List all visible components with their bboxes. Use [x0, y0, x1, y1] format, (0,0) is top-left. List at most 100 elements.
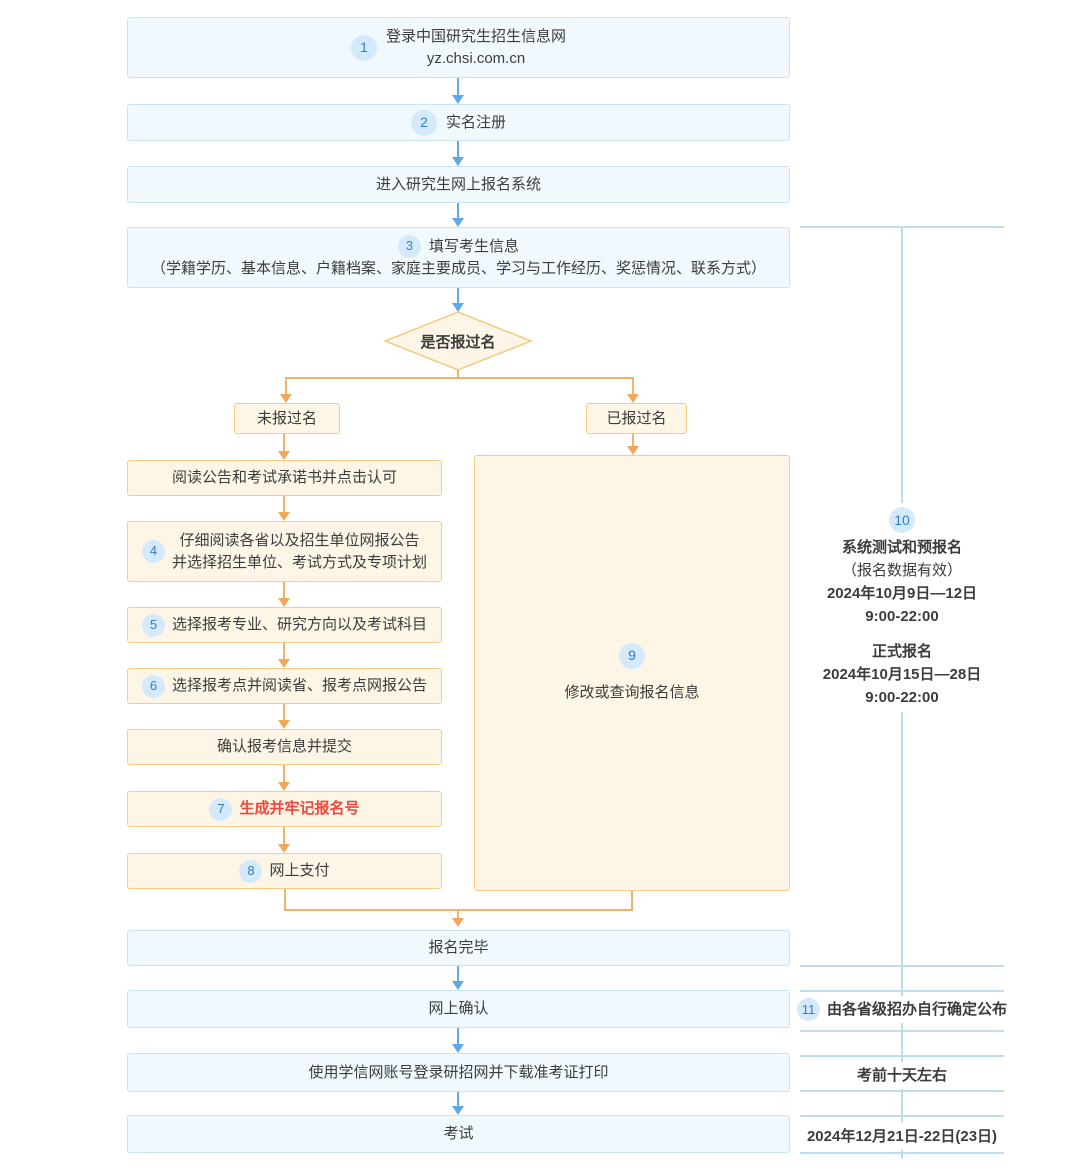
- arrow-down-icon: [278, 782, 290, 791]
- choose-point-label: 选择报考点并阅读省、报考点网报公告: [171, 677, 427, 695]
- fill-info-title: 填写考生信息: [428, 237, 519, 255]
- sidebar-line: [800, 1115, 1004, 1117]
- connector: [457, 288, 459, 304]
- flow-box-login: 1 登录中国研究生招生信息网 yz.chsi.com.cn: [127, 17, 790, 78]
- arrow-down-icon: [627, 446, 639, 455]
- enter-system-label: 进入研究生网上报名系统: [375, 175, 541, 193]
- phase11-row: 11 由各省级招办自行确定公布: [792, 996, 1012, 1023]
- arrow-down-icon: [452, 95, 464, 104]
- flow-box-enter-system: 进入研究生网上报名系统: [127, 166, 790, 203]
- sidebar-line: [901, 712, 903, 997]
- arrow-down-icon: [278, 659, 290, 668]
- connector: [457, 370, 459, 378]
- pay-online-label: 网上支付: [269, 862, 330, 880]
- sidebar-line: [800, 1152, 1004, 1154]
- choose-major-label: 选择报考专业、研究方向以及考试科目: [171, 616, 427, 634]
- connector: [457, 203, 459, 219]
- flow-box-exam: 考试: [127, 1115, 790, 1153]
- arrow-down-icon: [627, 394, 639, 403]
- fill-info-detail: （学籍学历、基本信息、户籍档案、家庭主要成员、学习与工作经历、奖惩情况、联系方式…: [150, 260, 766, 278]
- arrow-down-icon: [452, 218, 464, 227]
- phase11-label: 由各省级招办自行确定公布: [826, 1001, 1007, 1018]
- sidebar-line: [901, 1083, 903, 1122]
- read-notice-label: 阅读公告和考试承诺书并点击认可: [171, 469, 397, 487]
- step-badge-8: 8: [239, 859, 263, 883]
- connector: [457, 909, 459, 919]
- arrow-down-icon: [452, 918, 464, 927]
- decision-diamond: 是否报过名: [383, 311, 533, 371]
- connector: [457, 966, 459, 982]
- online-confirm-label: 网上确认: [428, 1000, 489, 1018]
- arrow-down-icon: [278, 598, 290, 607]
- connector: [283, 643, 285, 660]
- ticket-note-label: 考前十天左右: [856, 1067, 947, 1084]
- confirm-submit-label: 确认报考信息并提交: [216, 738, 352, 756]
- pre-registration-time: 9:00-22:00: [865, 608, 939, 625]
- sidebar-line: [901, 226, 903, 503]
- login-title: 登录中国研究生招生信息网: [385, 27, 566, 45]
- connector: [284, 889, 286, 911]
- arrow-down-icon: [452, 303, 464, 312]
- flow-box-download-ticket: 使用学信网账号登录研招网并下载准考证打印: [127, 1053, 790, 1092]
- step-badge-9: 9: [618, 642, 645, 669]
- flow-box-pay-online: 8 网上支付: [127, 853, 442, 889]
- branch-yes-label: 已报过名: [606, 409, 667, 427]
- arrow-down-icon: [278, 512, 290, 521]
- flow-box-read-province: 4 仔细阅读各省以及招生单位网报公告 并选择招生单位、考试方式及专项计划: [127, 521, 442, 582]
- pre-registration-note: （报名数据有效）: [841, 562, 962, 579]
- connector: [632, 434, 634, 447]
- modify-query-label: 修改或查询报名信息: [564, 683, 700, 701]
- step-badge-4: 4: [141, 540, 165, 563]
- connector: [285, 377, 287, 395]
- flow-box-complete: 报名完毕: [127, 930, 790, 966]
- registration-dates-block: 系统测试和预报名 （报名数据有效） 2024年10月9日—12日 9:00-22…: [792, 536, 1012, 709]
- sidebar-line: [800, 1090, 1004, 1092]
- connector: [457, 78, 459, 96]
- register-label: 实名注册: [445, 113, 506, 131]
- branch-box-not-registered: 未报过名: [234, 403, 340, 434]
- arrow-down-icon: [452, 157, 464, 166]
- ticket-note-row: 考前十天左右: [792, 1062, 1012, 1089]
- step-badge-10-wrap: 10: [889, 507, 915, 533]
- connector: [283, 582, 285, 599]
- sidebar-line: [901, 1023, 903, 1062]
- connector: [457, 1028, 459, 1045]
- connector: [631, 891, 633, 911]
- connector: [457, 1092, 459, 1107]
- read-province-line2: 并选择招生单位、考试方式及专项计划: [171, 553, 427, 571]
- connector: [457, 141, 459, 158]
- exam-date-label: 2024年12月21日-22日(23日): [806, 1128, 998, 1145]
- exam-date-row: 2024年12月21日-22日(23日): [792, 1123, 1012, 1150]
- arrow-down-icon: [452, 1044, 464, 1053]
- step-badge-2: 2: [410, 109, 437, 136]
- connector: [285, 377, 634, 379]
- login-url: yz.chsi.com.cn: [426, 49, 526, 67]
- step-badge-5: 5: [141, 613, 165, 637]
- step-badge-7: 7: [209, 797, 233, 821]
- flow-box-register: 2 实名注册: [127, 104, 790, 141]
- flow-box-modify-query: 9 修改或查询报名信息: [474, 455, 790, 891]
- formal-registration-title: 正式报名: [871, 643, 932, 660]
- read-province-line1: 仔细阅读各省以及招生单位网报公告: [179, 531, 420, 549]
- step-badge-10: 10: [889, 507, 915, 533]
- arrow-down-icon: [452, 981, 464, 990]
- connector: [632, 377, 634, 395]
- sidebar-line: [800, 990, 1004, 992]
- step-badge-6: 6: [141, 674, 165, 698]
- arrow-down-icon: [452, 1106, 464, 1115]
- step-badge-3: 3: [397, 235, 421, 259]
- arrow-down-icon: [280, 394, 292, 403]
- branch-no-label: 未报过名: [256, 409, 317, 427]
- flow-box-choose-major: 5 选择报考专业、研究方向以及考试科目: [127, 607, 442, 643]
- step-badge-1: 1: [350, 34, 377, 61]
- arrow-down-icon: [278, 451, 290, 460]
- sidebar-line: [800, 1030, 1004, 1032]
- arrow-down-icon: [278, 844, 290, 853]
- sidebar-line: [800, 965, 1004, 967]
- flow-box-fill-info: 3 填写考生信息 （学籍学历、基本信息、户籍档案、家庭主要成员、学习与工作经历、…: [127, 227, 790, 288]
- complete-label: 报名完毕: [428, 939, 489, 957]
- connector: [283, 704, 285, 721]
- flow-box-generate-id: 7 生成并牢记报名号: [127, 791, 442, 827]
- generate-id-label: 生成并牢记报名号: [239, 800, 360, 818]
- sidebar-line: [800, 1055, 1004, 1057]
